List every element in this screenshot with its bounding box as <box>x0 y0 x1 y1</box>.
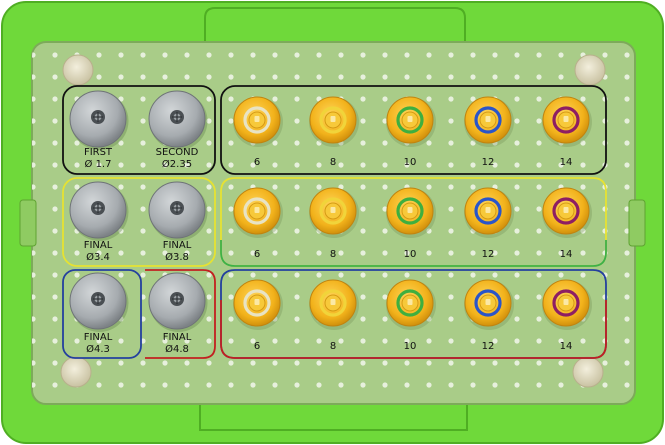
drill-final-3-4-size: Ø3.4 <box>86 251 110 263</box>
stop-label: 6 <box>254 249 260 260</box>
drill-first-name: FIRST <box>84 147 113 158</box>
drill-final-4-8-size: Ø4.8 <box>165 343 189 355</box>
depth-stop-10[interactable] <box>386 96 436 147</box>
drill-head-icon <box>170 110 184 124</box>
drill-final-4-8-name: FINAL <box>163 332 192 343</box>
stop-labels-row-3: 6 8 10 12 14 <box>254 341 573 352</box>
drill-head-icon <box>91 201 105 215</box>
depth-stop-6[interactable] <box>233 96 283 147</box>
stop-label: 12 <box>482 341 495 352</box>
depth-stop-6[interactable] <box>233 279 283 330</box>
outline-stops-row-3-red <box>220 300 607 359</box>
depth-stop-14[interactable] <box>542 187 592 238</box>
depth-stop-8[interactable] <box>309 96 359 147</box>
depth-stop-12[interactable] <box>464 279 514 330</box>
drill-final-38[interactable] <box>148 181 208 241</box>
drill-final-34[interactable] <box>69 181 129 241</box>
drill-second-size: Ø2.35 <box>162 158 192 170</box>
drill-head-icon <box>170 201 184 215</box>
stop-label: 14 <box>560 249 573 260</box>
drill-first-size: Ø 1.7 <box>85 158 112 170</box>
depth-stop-14[interactable] <box>542 96 592 147</box>
stop-labels-row-1: 6 8 10 12 14 <box>254 157 573 168</box>
drill-second[interactable] <box>148 90 208 150</box>
stop-label: 10 <box>404 249 417 260</box>
stop-labels-row-2: 6 8 10 12 14 <box>254 249 573 260</box>
stop-label: 12 <box>482 249 495 260</box>
stop-label: 8 <box>330 249 336 260</box>
stop-layer <box>233 96 592 330</box>
drill-final-4-3-size: Ø4.3 <box>86 343 110 355</box>
depth-stop-8[interactable] <box>309 187 359 238</box>
outline-stops-row-1 <box>220 85 607 175</box>
corner-pegs <box>60 54 606 388</box>
stop-label: 14 <box>560 341 573 352</box>
depth-stop-6[interactable] <box>233 187 283 238</box>
depth-stop-10[interactable] <box>386 279 436 330</box>
drill-final-3-8-name: FINAL <box>163 240 192 251</box>
drill-final-3-4-name: FINAL <box>84 240 113 251</box>
depth-stop-12[interactable] <box>464 187 514 238</box>
outline-final-3-4 <box>62 177 216 267</box>
drill-layer <box>69 90 208 332</box>
stop-label: 6 <box>254 341 260 352</box>
depth-stop-14[interactable] <box>542 279 592 330</box>
left-latch[interactable] <box>19 199 37 247</box>
drill-head-icon <box>91 292 105 306</box>
drill-final-3-8-size: Ø3.8 <box>165 251 189 263</box>
drill-final-48[interactable] <box>148 272 208 332</box>
stop-label: 8 <box>330 341 336 352</box>
right-latch[interactable] <box>628 199 646 247</box>
depth-stop-8[interactable] <box>309 279 359 330</box>
depth-stop-12[interactable] <box>464 96 514 147</box>
depth-stop-10[interactable] <box>386 187 436 238</box>
drill-second-name: SECOND <box>156 147 199 158</box>
stop-label: 6 <box>254 157 260 168</box>
stop-label: 10 <box>404 157 417 168</box>
outline-final-4-3 <box>62 269 142 359</box>
stop-label: 14 <box>560 157 573 168</box>
drill-first[interactable] <box>69 90 129 150</box>
outline-initial-drills <box>62 85 216 175</box>
drill-head-icon <box>170 292 184 306</box>
stop-label: 10 <box>404 341 417 352</box>
drill-final-43[interactable] <box>69 272 129 332</box>
stop-label: 12 <box>482 157 495 168</box>
outline-stops-row-2-green <box>220 240 607 267</box>
stop-label: 8 <box>330 157 336 168</box>
outline-final-4-8 <box>145 269 216 359</box>
drill-final-4-3-name: FINAL <box>84 332 113 343</box>
drill-head-icon <box>91 110 105 124</box>
